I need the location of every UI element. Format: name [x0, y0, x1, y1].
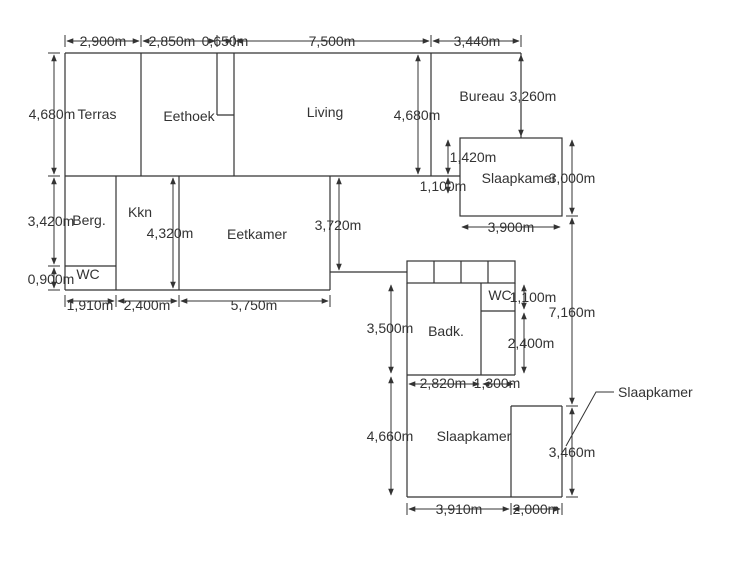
room-label-wc-1: WC: [76, 266, 99, 282]
dim-label-sk2-2000: 2,000m: [513, 501, 560, 517]
room-label-wc-2: WC: [488, 287, 511, 303]
room-label-terras: Terras: [78, 106, 117, 122]
room-label-eetkamer: Eetkamer: [227, 226, 287, 242]
room-label-slaapkamer-callout: Slaapkamer: [618, 384, 693, 400]
dim-label-sk-3000: 3,000m: [549, 170, 596, 186]
dim-label-badk-2400: 2,400m: [508, 335, 555, 351]
room-labels: Terras Eethoek Living Bureau Berg. Kkn E…: [72, 88, 693, 444]
dim-label-badk-1300: 1,300m: [474, 375, 521, 391]
room-label-slaapkamer-2: Slaapkamer: [437, 428, 512, 444]
dim-label-right-7160: 7,160m: [549, 304, 596, 320]
dim-label-sk-3900: 3,900m: [488, 219, 535, 235]
dim-label-top-2900: 2,900m: [80, 33, 127, 49]
dim-label-badk-2820: 2,820m: [420, 375, 467, 391]
dim-label-sk2-3910: 3,910m: [436, 501, 483, 517]
room-label-eethoek: Eethoek: [163, 108, 215, 124]
dim-label-left-3420: 3,420m: [28, 213, 75, 229]
dim-label-top-3440: 3,440m: [454, 33, 501, 49]
dim-label-badk-3500: 3,500m: [367, 320, 414, 336]
room-label-badk: Badk.: [428, 323, 464, 339]
dim-label-bot-1910: 1,910m: [67, 297, 114, 313]
walls: [64, 52, 563, 498]
wall-slaapkamer-1: [459, 137, 563, 217]
dimension-labels: 2,900m 2,850m 0,650m 7,500m 3,440m 4,680…: [28, 33, 596, 517]
dim-label-sk2-4660: 4,660m: [367, 428, 414, 444]
dim-label-bot-2400: 2,400m: [124, 297, 171, 313]
room-label-slaapkamer-1: Slaapkamer: [482, 170, 557, 186]
dim-label-top-2850: 2,850m: [149, 33, 196, 49]
dim-label-sk-1100: 1,100m: [420, 178, 467, 194]
dim-label-right-3460: 3,460m: [549, 444, 596, 460]
room-label-living: Living: [307, 104, 344, 120]
dim-label-bureau-3260: 3,260m: [510, 88, 557, 104]
dim-label-living-4680: 4,680m: [394, 107, 441, 123]
dim-label-wc-1100: 1,100m: [510, 289, 557, 305]
dim-label-bot-5750: 5,750m: [231, 297, 278, 313]
dimension-lines: [48, 35, 614, 515]
callout-leader: [565, 391, 614, 447]
dim-label-left-0900: 0,900m: [28, 271, 75, 287]
dim-label-top-7500: 7,500m: [309, 33, 356, 49]
dim-label-kkn-4320: 4,320m: [147, 225, 194, 241]
dim-label-top-0650: 0,650m: [202, 33, 249, 49]
room-label-bureau: Bureau: [459, 88, 504, 104]
room-label-berg: Berg.: [72, 212, 105, 228]
dim-label-eet-3720: 3,720m: [315, 217, 362, 233]
dim-label-left-4680: 4,680m: [29, 106, 76, 122]
room-label-kkn: Kkn: [128, 204, 152, 220]
dim-label-sk-1420: 1,420m: [450, 149, 497, 165]
